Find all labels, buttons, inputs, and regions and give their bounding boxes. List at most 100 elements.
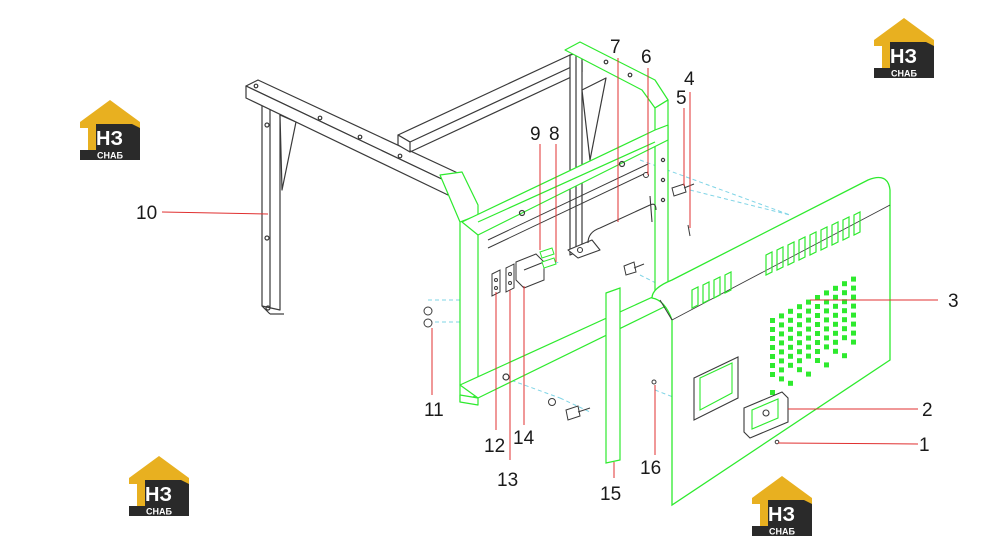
- perforated-mesh: [770, 276, 856, 395]
- mesh-hole: [797, 367, 802, 373]
- house-logo-icon: НЗ СНАБ: [874, 18, 934, 79]
- callout-12: 12: [484, 436, 505, 457]
- mesh-hole: [824, 299, 829, 305]
- nut-11-top: [423, 306, 433, 316]
- callout-13: 13: [497, 470, 518, 491]
- latch-recess: [693, 356, 739, 421]
- mesh-hole: [779, 367, 784, 373]
- logo-caption: СНАБ: [146, 507, 172, 517]
- logo-mark: НЗ: [890, 46, 917, 68]
- upper-louvres: [691, 211, 861, 309]
- mesh-hole: [806, 299, 811, 305]
- mesh-hole: [842, 299, 847, 305]
- bolt-mid: [623, 261, 645, 276]
- plate-13: [505, 263, 515, 293]
- leader-10: [161, 211, 269, 215]
- callout-14: 14: [513, 428, 535, 449]
- callout-labels: 10 11 12 13 14 15 16 1 2 3 4 5 6 7 8 9: [136, 37, 959, 505]
- mesh-hole: [797, 358, 802, 364]
- screw-1: [774, 439, 780, 445]
- rear-right-post: [569, 51, 607, 256]
- mesh-hole: [851, 303, 856, 309]
- mesh-hole: [815, 331, 820, 336]
- mesh-hole: [824, 335, 829, 341]
- bolt-9: [539, 247, 555, 259]
- mesh-hole: [779, 340, 784, 346]
- bolt-8: [541, 257, 557, 269]
- mesh-hole: [842, 290, 847, 296]
- mesh-hole: [779, 313, 784, 319]
- mesh-hole: [788, 317, 793, 323]
- mesh-hole: [806, 335, 811, 341]
- front-right-post: [654, 99, 669, 311]
- side-panel-3: [651, 176, 891, 507]
- callout-3: 3: [948, 291, 959, 312]
- pin-4: [687, 224, 691, 237]
- mesh-hole: [770, 354, 775, 359]
- house-logo-icon: НЗ СНАБ: [80, 100, 140, 161]
- seal-strip-15: [605, 287, 621, 464]
- callout-2: 2: [922, 400, 933, 421]
- mesh-hole: [842, 308, 847, 314]
- front-top-beam: [461, 124, 669, 236]
- mesh-hole: [806, 308, 811, 314]
- fasteners: [423, 172, 695, 421]
- mesh-hole: [797, 349, 802, 355]
- front-left-post: [439, 171, 479, 403]
- mesh-hole: [842, 353, 847, 359]
- mesh-hole: [824, 317, 829, 323]
- mesh-hole: [779, 358, 784, 364]
- mesh-hole: [770, 327, 775, 332]
- mesh-hole: [779, 349, 784, 355]
- mesh-hole: [797, 322, 802, 328]
- mesh-hole: [842, 335, 847, 341]
- mesh-hole: [788, 362, 793, 368]
- mesh-hole: [842, 326, 847, 332]
- mesh-hole: [779, 322, 784, 328]
- mesh-hole: [833, 339, 838, 345]
- rear-left-leg: [261, 91, 297, 315]
- mesh-hole: [824, 362, 829, 368]
- callout-16: 16: [640, 458, 661, 479]
- mesh-hole: [842, 317, 847, 323]
- mesh-hole: [824, 344, 829, 350]
- mesh-hole: [815, 295, 820, 300]
- mesh-hole: [851, 294, 856, 300]
- callout-10: 10: [136, 203, 157, 224]
- mesh-hole: [851, 285, 856, 291]
- nut-11-bottom: [423, 318, 433, 328]
- callout-1: 1: [919, 435, 930, 456]
- mesh-hole: [806, 326, 811, 332]
- mesh-hole: [788, 380, 793, 386]
- house-logo-icon: НЗ СНАБ: [129, 456, 189, 517]
- callout-6: 6: [641, 47, 652, 68]
- mesh-hole: [797, 331, 802, 337]
- mesh-hole: [779, 376, 784, 382]
- mesh-hole: [788, 335, 793, 341]
- callout-4: 4: [684, 69, 695, 90]
- mesh-hole: [833, 321, 838, 327]
- mesh-hole: [833, 330, 838, 336]
- callout-7: 7: [610, 37, 621, 58]
- mesh-hole: [815, 358, 820, 363]
- mesh-hole: [788, 353, 793, 359]
- bracket-7: [567, 195, 657, 259]
- plate-12: [491, 269, 501, 297]
- mesh-hole: [806, 371, 811, 377]
- mesh-hole: [815, 340, 820, 345]
- bolt-bottom: [548, 398, 591, 421]
- mesh-hole: [806, 344, 811, 350]
- mesh-hole: [797, 304, 802, 310]
- callout-11: 11: [424, 400, 444, 421]
- screw-16: [651, 379, 657, 385]
- mesh-hole: [851, 312, 856, 318]
- mesh-hole: [797, 340, 802, 346]
- callout-9: 9: [530, 124, 541, 145]
- mesh-hole: [788, 308, 793, 314]
- logo-caption: СНАБ: [97, 151, 123, 161]
- mesh-hole: [788, 344, 793, 350]
- mesh-hole: [770, 345, 775, 350]
- lock-2: [743, 391, 789, 439]
